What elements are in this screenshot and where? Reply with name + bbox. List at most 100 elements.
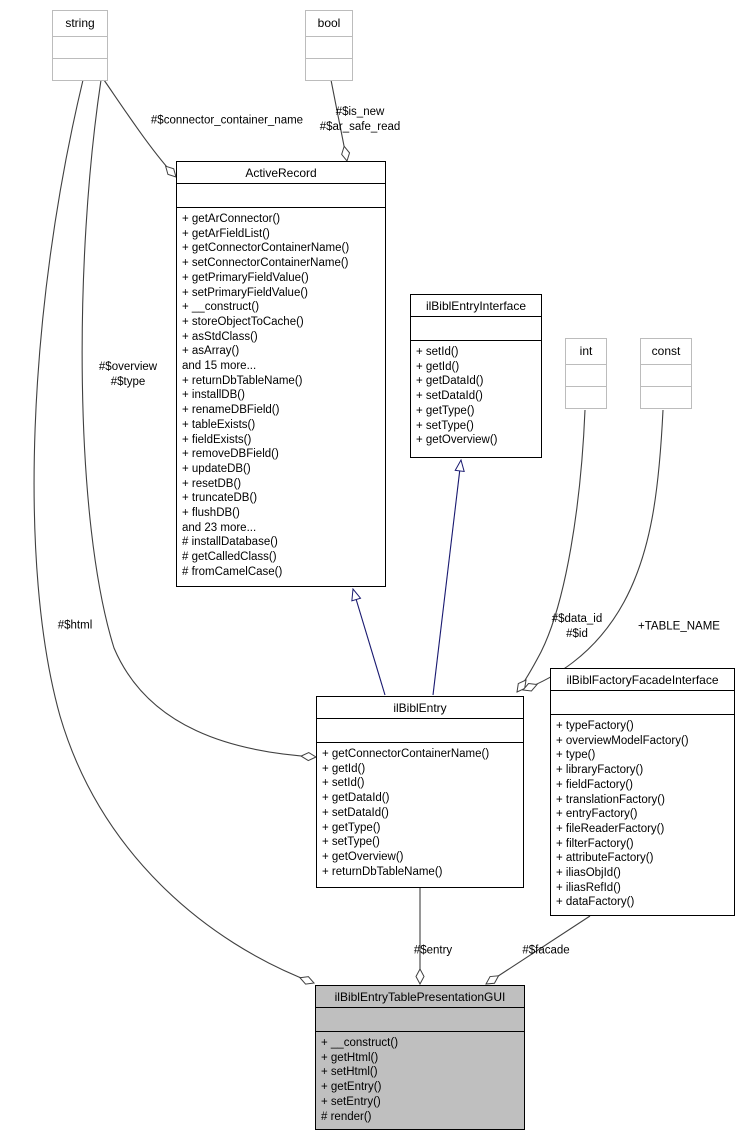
type-empty-compartment (306, 59, 352, 80)
type-title: string (53, 11, 107, 37)
edge-string-activerecord (103, 79, 176, 177)
member-row: + renameDBField() (182, 404, 280, 417)
member-row: + getId() (416, 360, 460, 373)
member-row: + fileReaderFactory() (556, 822, 665, 835)
class-members-compartment: + __construct() + getHtml() + setHtml() + g… (316, 1032, 524, 1129)
member-row: + setDataId() (322, 806, 389, 819)
member-row: + getArConnector() (182, 213, 281, 225)
type-title: bool (306, 11, 352, 37)
class-attributes-compartment (317, 719, 523, 743)
member-row: + setType() (416, 419, 474, 432)
member-row: + updateDB() (182, 462, 251, 475)
member-row: + filterFactory() (556, 837, 634, 850)
member-row: + storeObjectToCache() (182, 315, 304, 328)
type-box-int: int (565, 338, 607, 409)
member-row: + iliasRefId() (556, 881, 621, 894)
edge-label-connector-container-name: #$connector_container_name (150, 114, 304, 127)
member-row: + fieldFactory() (556, 778, 634, 791)
type-empty-compartment (566, 365, 606, 387)
class-ilbiblfactoryfacadeinterface[interactable]: ilBiblFactoryFacadeInterface + typeFacto… (550, 668, 735, 916)
member-row: + setPrimaryFieldValue() (182, 286, 309, 299)
member-row: + tableExists() (182, 418, 256, 431)
member-row: + getType() (416, 404, 475, 417)
member-row: # fromCamelCase() (182, 565, 283, 578)
edge-const-ilbiblentry (523, 409, 664, 690)
member-row: + getType() (322, 821, 381, 834)
member-row: + truncateDB() (182, 492, 258, 505)
member-row: + returnDbTableName() (322, 865, 443, 878)
member-row: and 15 more... (182, 360, 257, 373)
type-box-bool: bool (305, 10, 353, 81)
class-ilbiblentry[interactable]: ilBiblEntry + getConnectorContainerName(… (316, 696, 524, 888)
edge-int-ilbiblentry (517, 409, 586, 692)
member-row: + __construct() (321, 1037, 399, 1049)
edge-label-html: #$html (57, 619, 93, 632)
member-row: + getDataId() (416, 375, 484, 388)
edge-inherit-activerecord (353, 589, 386, 696)
member-row: + getConnectorContainerName() (182, 242, 350, 255)
member-row: + removeDBField() (182, 448, 279, 461)
member-row: + getId() (322, 762, 366, 775)
member-row: + getDataId() (322, 792, 390, 805)
member-row: + attributeFactory() (556, 852, 654, 865)
member-row: and 23 more... (182, 521, 257, 534)
member-row: + type() (556, 749, 596, 762)
member-row: + __construct() (182, 301, 260, 314)
class-ilbiblentrytablepresentationgui: ilBiblEntryTablePresentationGUI + __cons… (315, 985, 525, 1130)
member-row: + getHtml() (321, 1051, 379, 1064)
type-box-const: const (640, 338, 692, 409)
member-row: # render() (321, 1110, 372, 1123)
member-row: + iliasObjId() (556, 867, 621, 880)
type-empty-compartment (53, 37, 107, 59)
member-row: + getEntry() (321, 1081, 382, 1094)
member-row: + setEntry() (321, 1095, 381, 1108)
member-row: + getOverview() (322, 850, 404, 863)
class-members-compartment: + getConnectorContainerName() + getId() + … (317, 743, 523, 884)
class-title: ilBiblEntryInterface (411, 295, 541, 317)
class-members-compartment: + getArConnector() + getArFieldList() + ge… (177, 208, 385, 585)
edge-label-is-new-ar-safe-read: #$is_new #$ar_safe_read (319, 106, 401, 133)
type-empty-compartment (641, 387, 691, 408)
member-row: # getCalledClass() (182, 551, 277, 564)
member-row: + getConnectorContainerName() (322, 748, 490, 760)
edge-label-facade: #$facade (522, 944, 570, 957)
member-row: + typeFactory() (556, 720, 634, 732)
member-row: + getArFieldList() (182, 227, 270, 240)
class-attributes-compartment (316, 1008, 524, 1032)
class-title: ActiveRecord (177, 162, 385, 184)
edge-label-data-id-id: #$data_id #$id (551, 613, 603, 640)
edge-facade-presentationgui (486, 915, 591, 984)
member-row: + fieldExists() (182, 433, 252, 446)
class-attributes-compartment (177, 184, 385, 208)
edge-label-table-name: +TABLE_NAME (638, 620, 720, 633)
edge-label-overview-type: #$overview #$type (98, 361, 158, 388)
type-title: const (641, 339, 691, 365)
member-row: + setId() (416, 346, 459, 358)
member-row: + getPrimaryFieldValue() (182, 271, 309, 284)
member-row: + setConnectorContainerName() (182, 257, 349, 270)
member-row: + flushDB() (182, 507, 240, 520)
edge-inherit-entryinterface (432, 460, 461, 696)
member-row: + libraryFactory() (556, 764, 644, 777)
type-title: int (566, 339, 606, 365)
edge-label-entry: #$entry (413, 944, 453, 957)
member-row: + entryFactory() (556, 808, 638, 821)
type-empty-compartment (566, 387, 606, 408)
member-row: + setDataId() (416, 390, 483, 403)
member-row: + getOverview() (416, 434, 498, 447)
class-title: ilBiblEntry (317, 697, 523, 719)
class-title: ilBiblEntryTablePresentationGUI (316, 986, 524, 1008)
class-ilbiblentryinterface[interactable]: ilBiblEntryInterface + setId()+ getId()+… (410, 294, 542, 458)
member-row: + resetDB() (182, 477, 242, 490)
class-members-compartment: + setId() + getId() + getDataId() + setData… (411, 341, 541, 453)
member-row: + translationFactory() (556, 793, 665, 806)
member-row: + overviewModelFactory() (556, 734, 689, 747)
class-activerecord[interactable]: ActiveRecord + getArConnector() + getArFi… (176, 161, 386, 587)
member-row: + setHtml() (321, 1066, 378, 1079)
member-row: + asArray() (182, 345, 240, 358)
member-row: + setType() (322, 836, 380, 849)
class-members-compartment: + typeFactory() + overviewModelFactory() +… (551, 715, 734, 915)
member-row: + installDB() (182, 389, 245, 402)
